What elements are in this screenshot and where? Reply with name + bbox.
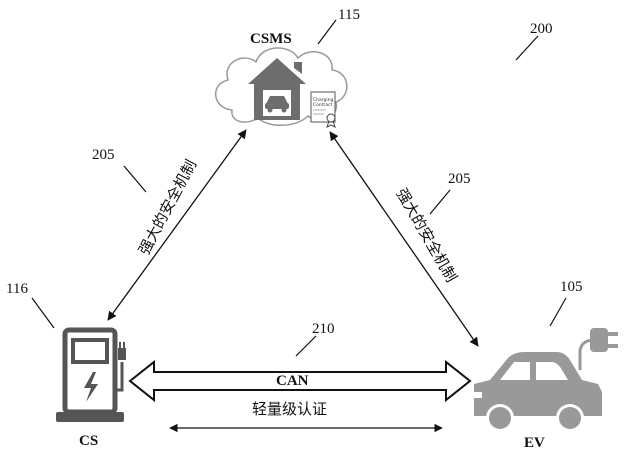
cs-ref: 116 — [6, 281, 28, 297]
certificate-line-2: Contract — [313, 102, 333, 108]
right-link-ref: 205 — [448, 171, 471, 187]
certificate-line-1: Charging — [313, 97, 333, 103]
right-security-link — [329, 131, 479, 347]
cs-label: CS — [79, 433, 99, 449]
leader-205-right — [429, 189, 451, 215]
csms-label: CSMS — [250, 31, 292, 47]
left-security-link — [107, 129, 247, 321]
auth-label: 轻量级认证 — [252, 400, 328, 418]
can-ref: 210 — [312, 321, 335, 337]
can-label: CAN — [276, 373, 309, 389]
can-link — [128, 359, 472, 403]
left-link-ref: 205 — [92, 147, 115, 163]
charging-station-icon — [56, 327, 126, 422]
ev-ref: 105 — [560, 279, 583, 295]
certificate-icon: Charging Contract — [310, 91, 336, 128]
leader-115 — [317, 19, 337, 45]
figure-ref: 200 — [530, 21, 553, 37]
leader-210 — [295, 335, 317, 357]
leader-205-left — [123, 165, 147, 193]
car-icon — [474, 352, 602, 432]
leader-105 — [549, 297, 567, 327]
plug-icon — [578, 328, 618, 370]
leader-116 — [31, 297, 55, 329]
house-icon — [248, 58, 306, 120]
csms-ref: 115 — [338, 7, 360, 23]
ev-label: EV — [524, 435, 545, 451]
leader-200 — [515, 35, 539, 61]
